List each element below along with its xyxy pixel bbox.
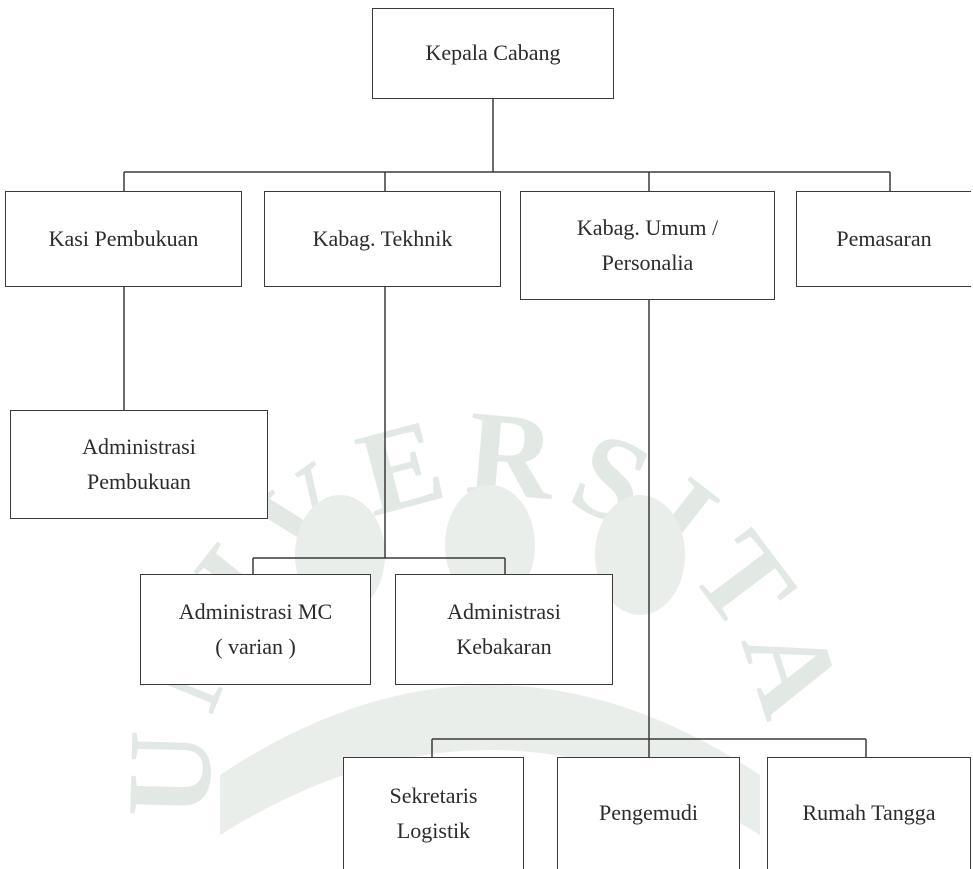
node-label-line-1: Kabag. Umum / [576,215,719,241]
node-label-line-1: Administrasi MC [178,599,333,625]
node-label-line-1: Administrasi [82,434,196,460]
node-label-line-1: Sekretaris [389,783,478,809]
node-sekretaris-logistik: Sekretaris Logistik [343,757,524,869]
node-label-line-2: Logistik [396,817,471,843]
node-kabag-umum-personalia: Kabag. Umum / Personalia [520,191,775,300]
node-label: Pengemudi [599,800,698,826]
node-kasi-pembukuan: Kasi Pembukuan [5,191,242,287]
node-administrasi-kebakaran: Administrasi Kebakaran [395,574,613,685]
node-administrasi-pembukuan: Administrasi Pembukuan [10,410,268,519]
node-label-line-1: Administrasi [447,599,561,625]
node-pemasaran: Pemasaran [796,191,971,287]
node-label-line-2: Pembukuan [87,468,191,494]
node-label: Kepala Cabang [425,40,561,66]
node-label: Kasi Pembukuan [48,225,199,251]
node-label-line-2: ( varian ) [215,633,296,659]
node-label: Rumah Tangga [802,800,936,826]
node-kepala-cabang: Kepala Cabang [372,8,614,99]
node-rumah-tangga: Rumah Tangga [767,757,971,869]
node-label: Pemasaran [836,225,932,251]
node-label-line-2: Personalia [601,249,694,275]
node-label: Kabag. Tekhnik [312,225,453,251]
node-label-line-2: Kebakaran [456,633,552,659]
node-pengemudi: Pengemudi [557,757,740,869]
node-kabag-tekhnik: Kabag. Tekhnik [264,191,501,287]
node-administrasi-mc: Administrasi MC ( varian ) [140,574,371,685]
